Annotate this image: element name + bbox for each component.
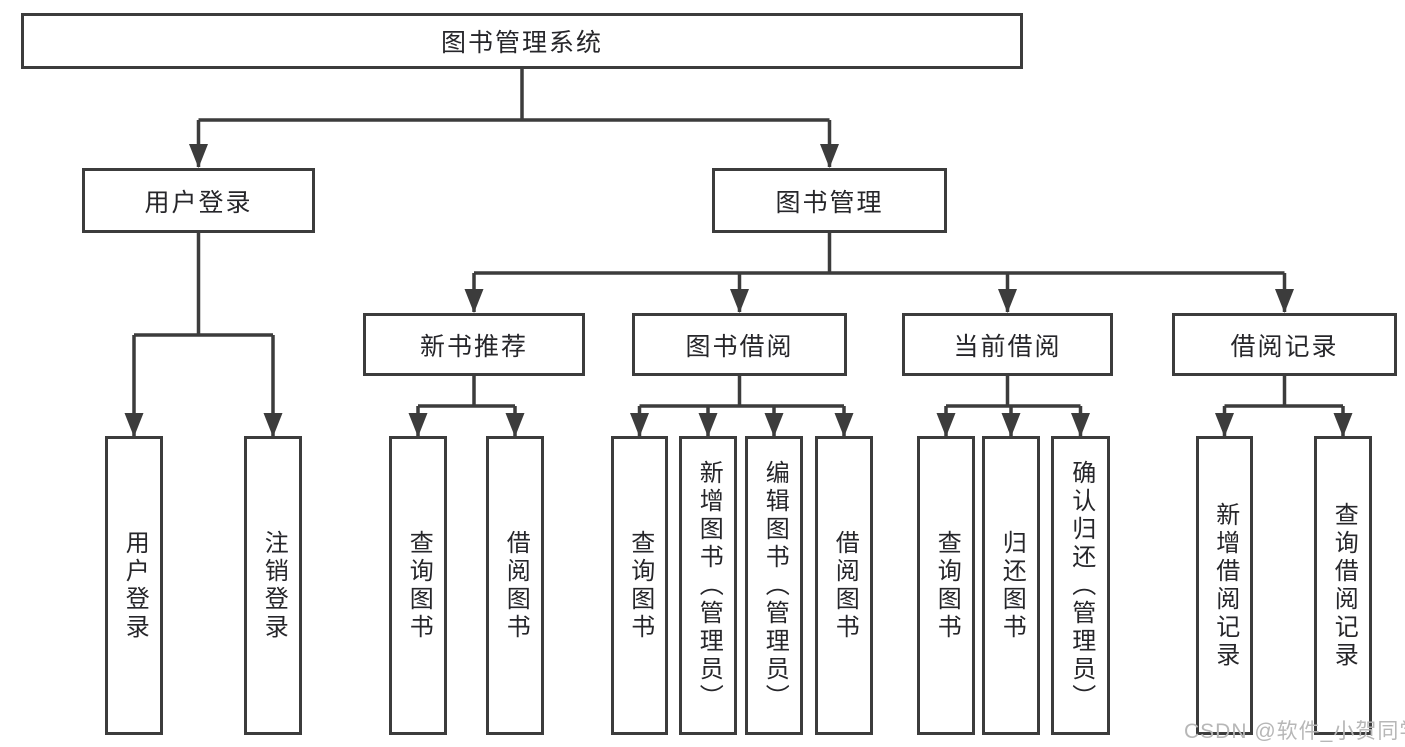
connector-borrowrecords-to-leaves [1215, 376, 1353, 437]
leaf-user-login: 用户登录 [105, 436, 163, 735]
node-label: 借阅图书 [502, 529, 530, 642]
node-book-borrowing: 图书借阅 [632, 313, 847, 376]
connector-root-to-level2 [189, 68, 839, 168]
node-current-borrowing: 当前借阅 [902, 313, 1113, 376]
leaf-query-borrow-record: 查询借阅记录 [1314, 436, 1372, 735]
connector-bookmgmt-to-level3 [464, 233, 1294, 313]
leaf-borrow-books-newbook: 借阅图书 [486, 436, 544, 735]
node-label: 查询借阅记录 [1330, 501, 1358, 670]
csdn-watermark: CSDN @软件_小贺同学 [1184, 720, 1405, 743]
node-root-book-management-system: 图书管理系统 [21, 13, 1023, 69]
node-label: 查询图书 [405, 529, 433, 642]
leaf-confirm-return-admin: 确认归还（管理员） [1051, 436, 1110, 735]
leaf-query-books-newbook: 查询图书 [389, 436, 447, 735]
leaf-return-books: 归还图书 [982, 436, 1040, 735]
node-label: 新增图书（管理员） [695, 459, 723, 712]
node-new-book-recommend: 新书推荐 [363, 313, 585, 376]
node-label: 用户登录 [144, 188, 253, 217]
leaf-add-book-admin: 新增图书（管理员） [679, 436, 737, 735]
node-label: 查询图书 [933, 529, 961, 642]
node-book-management: 图书管理 [712, 168, 947, 233]
node-label: 确认归还（管理员） [1067, 459, 1095, 712]
leaf-query-books-borrowing: 查询图书 [611, 436, 668, 735]
leaf-query-books-current: 查询图书 [917, 436, 975, 735]
node-label: 编辑图书（管理员） [761, 459, 789, 712]
node-label: 用户登录 [121, 529, 149, 642]
node-label: 新书推荐 [419, 332, 528, 361]
node-label: 查询图书 [626, 529, 654, 642]
connector-bookborrow-to-leaves [630, 376, 854, 437]
node-label: 归还图书 [998, 529, 1026, 642]
node-label: 图书借阅 [685, 332, 794, 361]
leaf-edit-book-admin: 编辑图书（管理员） [745, 436, 803, 735]
leaf-logout: 注销登录 [244, 436, 302, 735]
node-label: 图书管理 [775, 188, 884, 217]
node-label: 当前借阅 [953, 332, 1062, 361]
node-label: 借阅图书 [831, 529, 859, 642]
node-user-login: 用户登录 [82, 168, 315, 233]
leaf-add-borrow-record: 新增借阅记录 [1196, 436, 1253, 735]
node-label: 新增借阅记录 [1211, 501, 1239, 670]
leaf-borrow-books-borrowing: 借阅图书 [815, 436, 873, 735]
node-label: 注销登录 [260, 529, 288, 642]
node-borrowing-records: 借阅记录 [1172, 313, 1397, 376]
node-label: 图书管理系统 [440, 29, 603, 57]
node-label: 借阅记录 [1230, 332, 1339, 361]
connector-currentborrow-to-leaves [936, 376, 1090, 437]
connector-newbook-to-leaves [408, 376, 525, 437]
connector-userlogin-to-leaves [124, 233, 283, 437]
